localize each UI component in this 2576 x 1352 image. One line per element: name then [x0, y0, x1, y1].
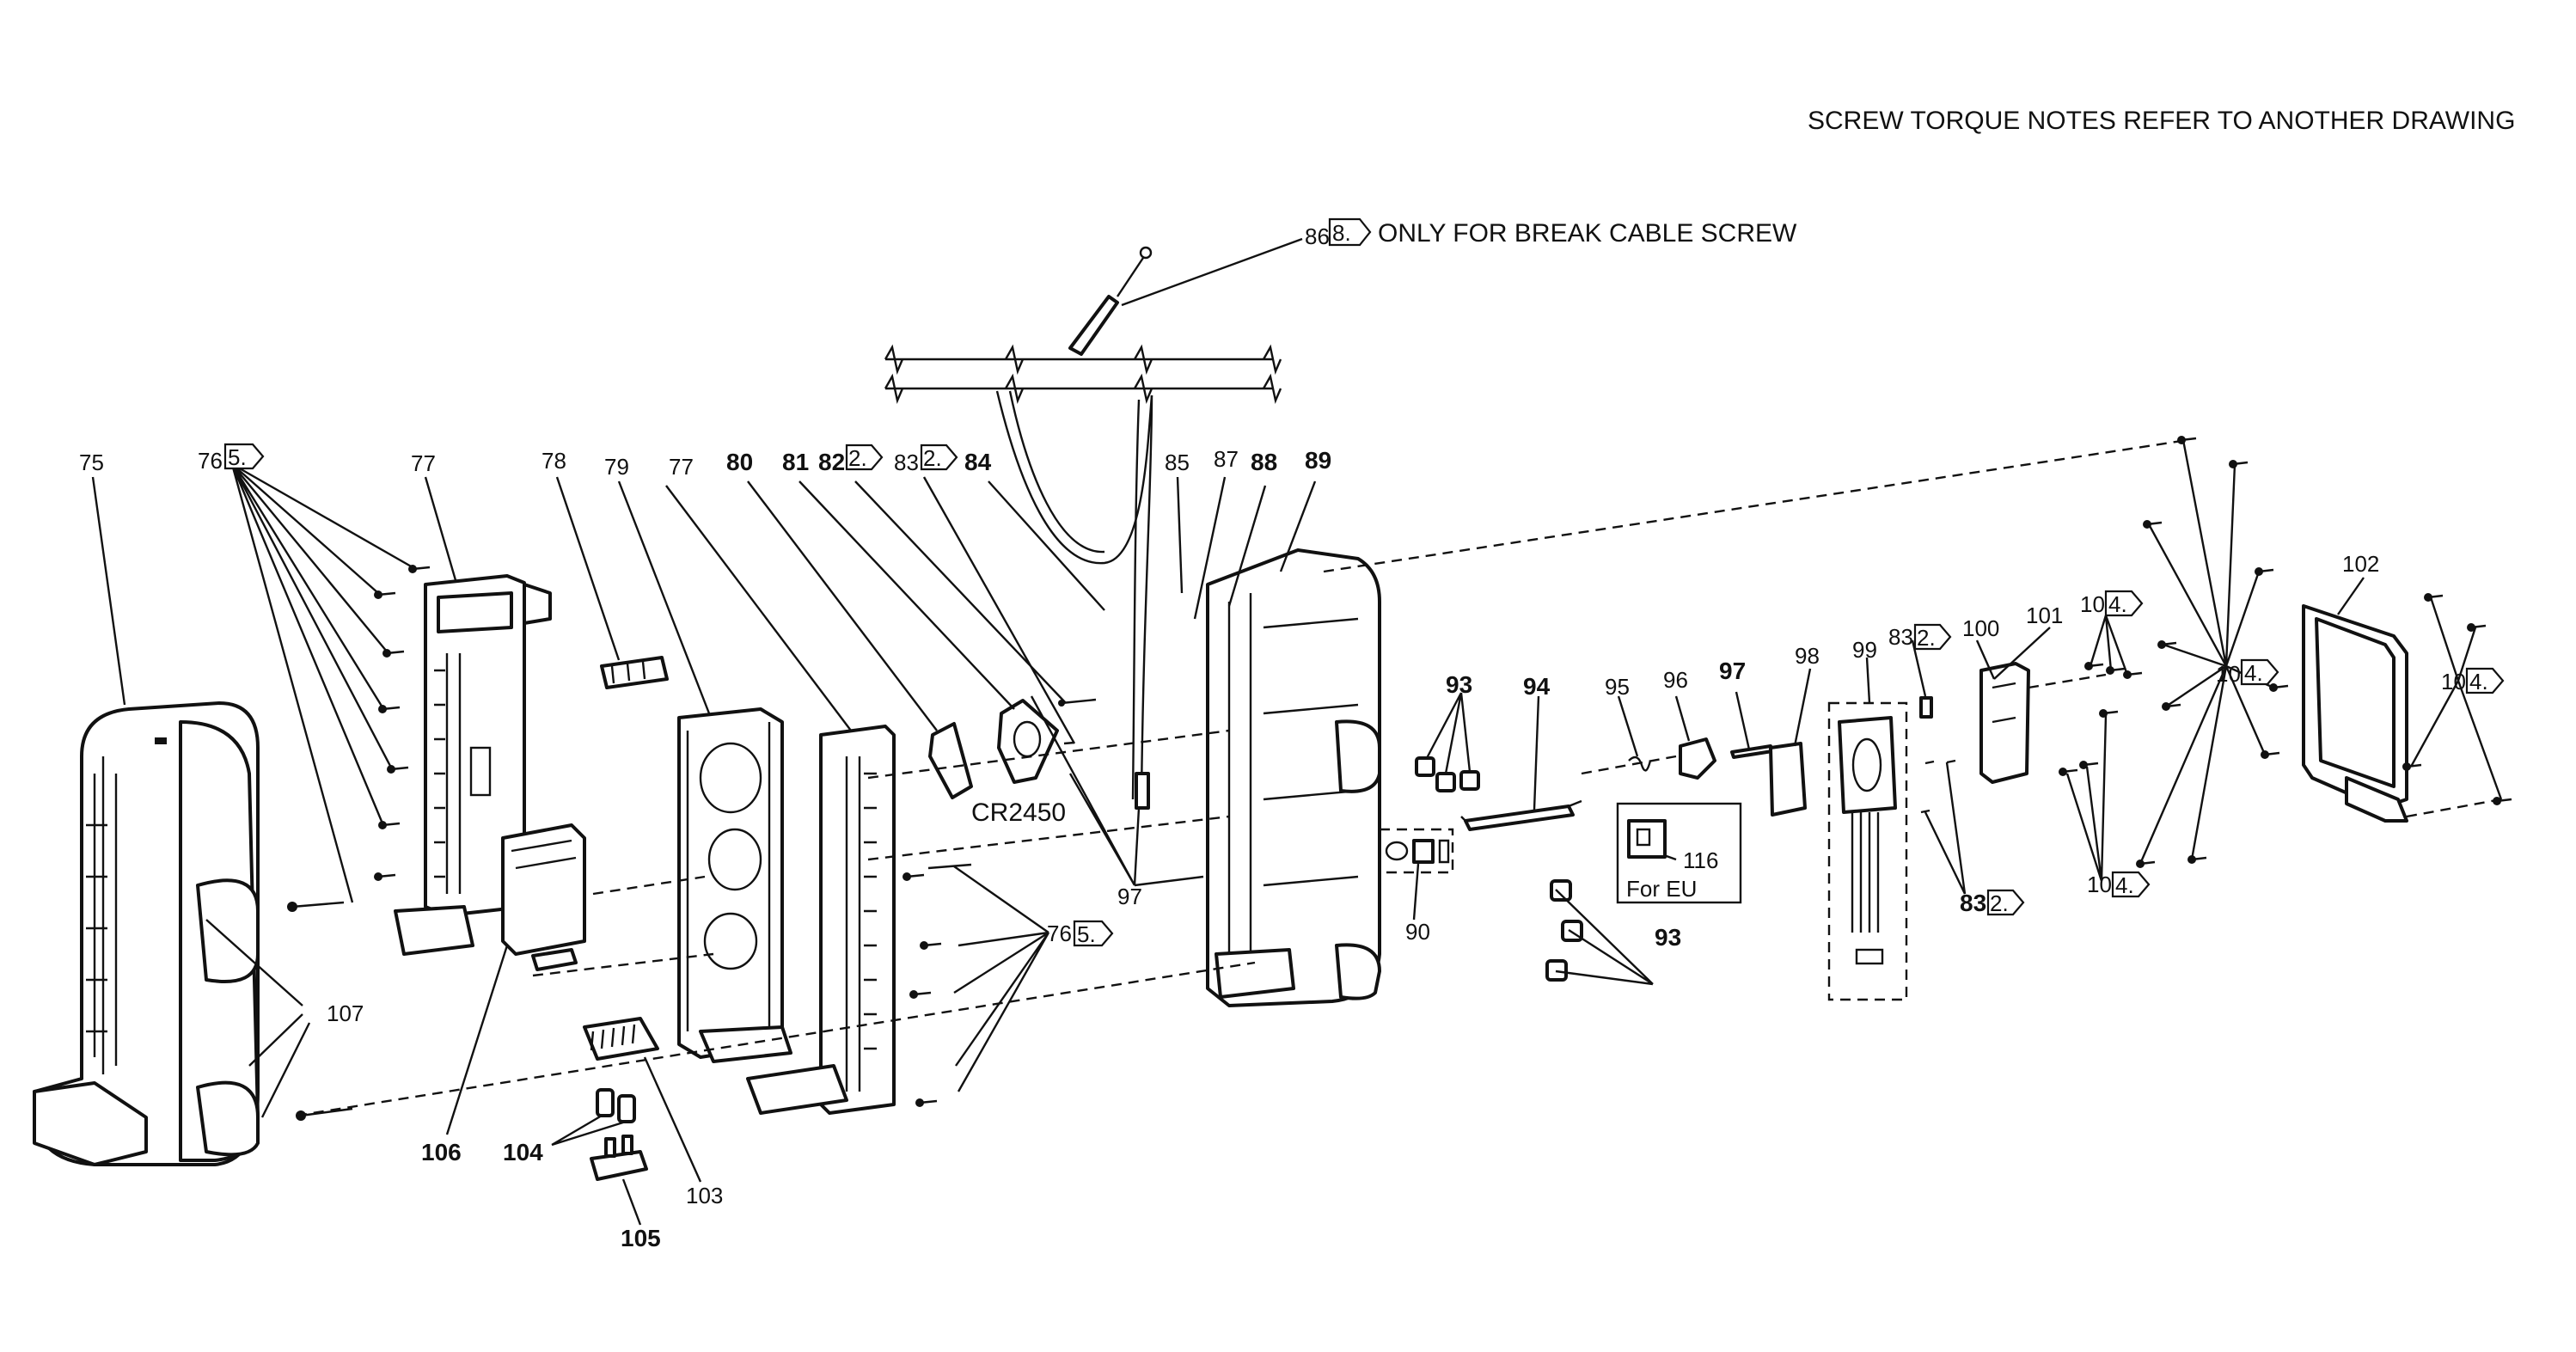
label-86: 86 — [1305, 223, 1330, 249]
tag-86: 8. — [1332, 220, 1351, 246]
part-98-trigger — [1769, 742, 1807, 817]
label-104-d: 10 — [2087, 872, 2112, 897]
part-90-fuse-group — [1378, 828, 1454, 874]
tag-82: 2. — [848, 445, 867, 471]
label-79: 79 — [604, 454, 629, 480]
label-82: 82 — [818, 449, 845, 475]
label-88: 88 — [1251, 449, 1277, 475]
label-101: 101 — [2026, 603, 2063, 628]
part-89-rear-housing — [1206, 548, 1381, 1007]
break-cable-note: ONLY FOR BREAK CABLE SCREW — [1378, 219, 1797, 248]
label-83-b: 83 — [1888, 624, 1913, 650]
for-eu-note: For EU — [1626, 876, 1697, 902]
part-95-spring — [1628, 756, 1652, 772]
part-116-for-eu-box: 116 For EU — [1616, 802, 1742, 904]
tag-83-b: 2. — [1917, 625, 1936, 651]
part-100-connector — [1919, 696, 1933, 719]
part-103-heatsink — [583, 1017, 659, 1061]
tag-104-c: 4. — [2469, 669, 2488, 694]
label-94: 94 — [1523, 673, 1551, 700]
label-83-c: 83 — [1960, 890, 1986, 916]
label-97-b: 97 — [1719, 658, 1746, 684]
label-100: 100 — [1962, 615, 1999, 641]
label-83: 83 — [894, 450, 919, 475]
label-98: 98 — [1795, 643, 1820, 669]
assembly-lines — [296, 438, 2502, 1117]
label-99: 99 — [1852, 637, 1877, 663]
label-104-b: 10 — [2216, 661, 2241, 687]
part-101-pcb — [1979, 662, 2030, 784]
label-89: 89 — [1305, 447, 1331, 474]
part-labels: 75 76 5. 77 78 79 77 80 81 82 2. 83 2. 8… — [79, 443, 2505, 1251]
leader-lines — [91, 439, 2503, 1226]
label-76: 76 — [198, 448, 223, 474]
label-90: 90 — [1405, 919, 1430, 945]
label-96: 96 — [1663, 667, 1688, 693]
label-107: 107 — [327, 1000, 364, 1026]
part-81-battery-holder — [997, 699, 1059, 784]
label-81: 81 — [782, 449, 809, 475]
tag-76: 5. — [228, 444, 247, 470]
label-106: 106 — [421, 1139, 462, 1165]
cr2450-note: CR2450 — [971, 798, 1066, 827]
part-78-bar — [600, 656, 669, 689]
part-106-module — [501, 823, 586, 971]
part-97-pin — [1730, 744, 1774, 759]
part-93-terminals — [1415, 756, 1583, 982]
part-94-wire-harness — [1460, 799, 1582, 831]
part-96-switch — [1679, 737, 1716, 780]
part-104-caps — [596, 1088, 636, 1123]
part-99-board-group — [1827, 701, 1908, 1001]
label-75: 75 — [79, 450, 104, 475]
part-77-left-panel — [394, 574, 552, 956]
label-77-b: 77 — [669, 454, 694, 480]
label-104: 104 — [503, 1139, 543, 1165]
label-84: 84 — [964, 449, 992, 475]
part-79-frame — [677, 707, 792, 1063]
label-85: 85 — [1165, 450, 1190, 475]
label-77: 77 — [411, 450, 436, 476]
label-105: 105 — [621, 1225, 661, 1251]
label-104-a: 10 — [2080, 591, 2105, 617]
part-105-connector — [590, 1135, 648, 1181]
label-95: 95 — [1605, 674, 1630, 700]
tag-104-b: 4. — [2244, 660, 2263, 686]
label-76-b: 76 — [1047, 921, 1072, 946]
part-80-cover — [928, 722, 973, 799]
label-87: 87 — [1214, 446, 1239, 472]
part-75-front-housing — [33, 701, 260, 1166]
label-80: 80 — [726, 449, 753, 475]
label-93: 93 — [1446, 671, 1472, 698]
tag-104-a: 4. — [2108, 591, 2127, 617]
tag-76-b: 5. — [1077, 921, 1096, 947]
torque-note: SCREW TORQUE NOTES REFER TO ANOTHER DRAW… — [1808, 107, 2515, 135]
label-78: 78 — [542, 448, 566, 474]
label-116: 116 — [1683, 847, 1718, 873]
label-97: 97 — [1117, 884, 1142, 909]
part-102-back-cover — [2302, 604, 2408, 823]
label-102: 102 — [2342, 551, 2379, 577]
tag-83: 2. — [923, 445, 942, 471]
part-77-right-panel — [746, 725, 896, 1115]
tag-104-d: 4. — [2115, 872, 2134, 898]
tag-83-c: 2. — [1990, 890, 2009, 916]
label-93-b: 93 — [1655, 924, 1681, 951]
break-cable: 86 8. ONLY FOR BREAK CABLE SCREW — [884, 217, 1797, 810]
label-104-c: 10 — [2441, 669, 2466, 694]
label-103: 103 — [686, 1183, 723, 1208]
